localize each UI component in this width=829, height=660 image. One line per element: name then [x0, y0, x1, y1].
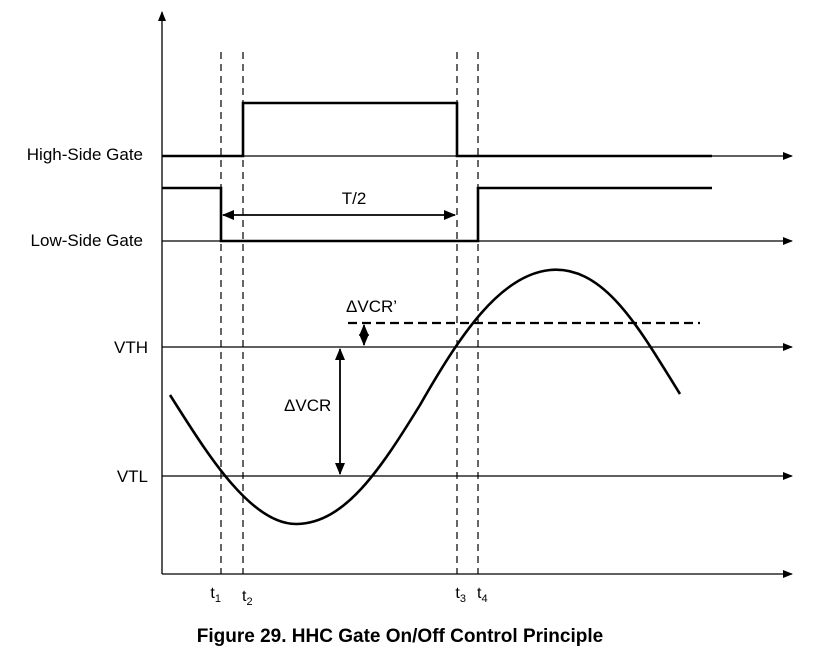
vth-label: VTH — [114, 338, 148, 357]
low-side-gate-waveform — [162, 186, 712, 243]
high-side-gate-label: High-Side Gate — [27, 145, 143, 164]
vcr-waveform — [168, 268, 682, 526]
low-side-gate-label: Low-Side Gate — [31, 231, 143, 250]
t2-label: t2 — [242, 588, 253, 608]
t3-label: t3 — [455, 585, 466, 605]
half-period-label: T/2 — [342, 189, 367, 208]
vtl-label: VTL — [117, 467, 148, 486]
figure-caption: Figure 29. HHC Gate On/Off Control Princ… — [197, 626, 603, 647]
t1-label: t1 — [210, 585, 221, 605]
delta-vcr-prime-label: ΔVCR’ — [346, 297, 397, 316]
delta-vcr-label: ΔVCR — [284, 396, 331, 415]
high-side-gate-waveform — [162, 101, 712, 158]
t4-label: t4 — [477, 585, 488, 605]
